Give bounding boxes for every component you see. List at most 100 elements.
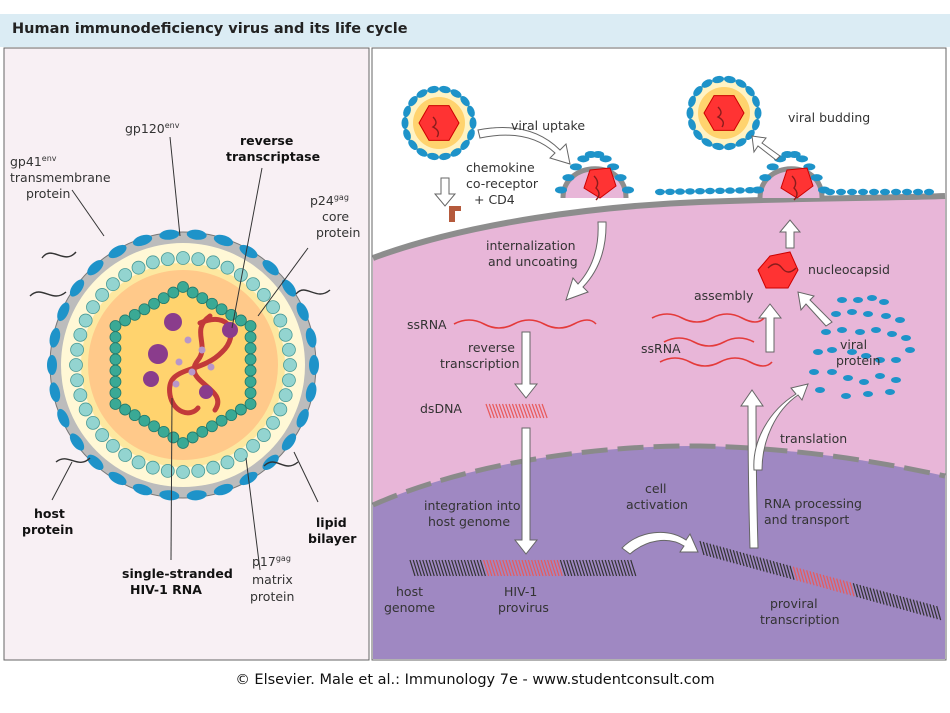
membrane-spike (695, 188, 705, 195)
integration-label-1: integration into (424, 498, 521, 513)
viral-protein (895, 317, 905, 323)
p17-bead (106, 277, 120, 292)
coreceptor-label-3: + CD4 (474, 192, 515, 207)
viral-protein (809, 369, 819, 375)
p17-bead (220, 455, 235, 470)
viral-uptake-label: viral uptake (511, 118, 585, 133)
host-protein-label-2: protein (22, 522, 73, 537)
host-genome-helix (409, 559, 637, 577)
title-bar (0, 14, 950, 47)
arrow-integration (513, 427, 539, 555)
copyright-credit: © Elsevier. Male et al.: Immunology 7e -… (235, 672, 715, 688)
p24-bead (109, 398, 122, 410)
coreceptor-label-1: chemokine (466, 160, 535, 175)
viral-protein-label-1: viral (840, 337, 867, 352)
p24-bead (157, 425, 170, 438)
p24-bead (177, 437, 189, 449)
p17-bead (95, 428, 110, 442)
ssrna-right-3 (663, 337, 755, 347)
host-genome-label-1: host (396, 584, 423, 599)
membrane-spike (725, 187, 735, 194)
viral-protein (901, 335, 911, 341)
gp120-label: gp120env (125, 121, 180, 136)
viral-protein (847, 309, 857, 315)
membrane-spike (869, 188, 879, 196)
p24-bead (215, 303, 228, 316)
provirus-label-2: provirus (498, 600, 549, 615)
p24-bead (128, 409, 141, 422)
spike (403, 105, 411, 118)
membrane-spike (715, 187, 725, 194)
arrow-translation (753, 383, 809, 471)
viral-protein (843, 375, 853, 381)
spike (401, 117, 409, 129)
exit-capsid (780, 167, 814, 199)
viral-protein (859, 379, 869, 385)
p24-bead (148, 297, 160, 310)
p24-bead (109, 386, 122, 399)
p17-bead (273, 402, 288, 417)
p17-bead (70, 373, 84, 388)
spike (460, 139, 470, 150)
p24-bead (138, 303, 151, 316)
gp41-label: gp41env (10, 154, 57, 169)
spike (427, 152, 440, 161)
nuclear-membrane (371, 443, 946, 508)
viral-protein (875, 373, 885, 379)
host-protein-wave-2 (29, 291, 67, 297)
membrane-spike (705, 187, 715, 195)
spike (735, 138, 747, 147)
spike (745, 86, 755, 97)
p24-bead (109, 320, 122, 332)
membrane-spike (745, 187, 755, 194)
arrow-rna-transport (740, 389, 764, 549)
nucleocapsid-label: nucleocapsid (808, 262, 890, 277)
gp120-spike (159, 229, 180, 240)
enzyme-3 (148, 344, 168, 364)
viral-protein (847, 349, 857, 355)
spike (408, 96, 418, 107)
enzyme-4 (143, 371, 159, 387)
p17-bead (78, 402, 93, 417)
gp120-spike (49, 382, 61, 403)
proviral-transcription-label-1: proviral (770, 596, 818, 611)
bud-proteins (555, 151, 934, 196)
p24-bead (186, 286, 199, 299)
p24-bead (167, 431, 180, 444)
p24-label: p24gag (310, 193, 349, 208)
ssrna-right-2 (659, 357, 773, 367)
spike (416, 89, 428, 98)
spike (408, 139, 418, 150)
p17-label-3: protein (250, 589, 294, 604)
viral-protein (891, 377, 901, 383)
membrane-spike (665, 188, 675, 195)
gp120-spike (305, 382, 317, 403)
p17-bead (145, 460, 160, 475)
gp120-spike (186, 490, 207, 501)
gp120-spike (296, 302, 309, 322)
spike (438, 152, 451, 161)
rna-processing-label-2: and transport (764, 512, 849, 527)
spike (712, 142, 725, 151)
p17-bead (69, 358, 83, 372)
viral-protein (827, 369, 837, 375)
spike (469, 117, 477, 129)
p17-bead (282, 342, 296, 357)
p17-bead (131, 455, 146, 470)
p17-bead (73, 327, 88, 342)
p17-bead (246, 438, 260, 453)
gp120-spike (213, 483, 234, 496)
small-capsid (703, 95, 745, 131)
p24-bead (225, 409, 238, 422)
spike (450, 148, 462, 157)
p17-bead (220, 260, 235, 275)
enzyme-5 (199, 385, 213, 399)
host-protein-label-1: host (34, 506, 65, 521)
rna-label-2: HIV-1 RNA (130, 582, 202, 597)
viral-protein (871, 327, 881, 333)
spike (427, 85, 440, 94)
p17-bead (191, 252, 206, 266)
p17-bead (246, 277, 260, 292)
gp120-spike (69, 279, 85, 297)
